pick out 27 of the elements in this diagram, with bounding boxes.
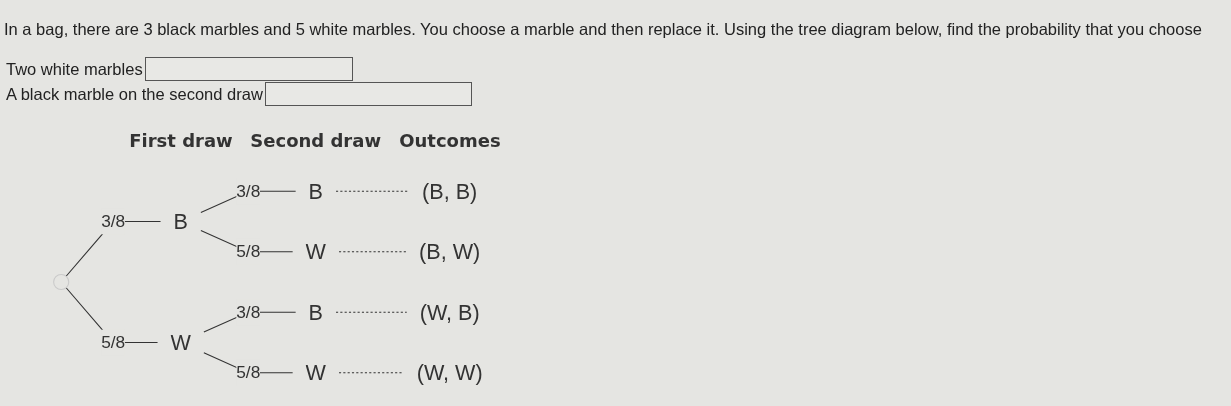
node-text: W: [305, 360, 327, 385]
node-text: B: [308, 300, 324, 325]
connector: [338, 251, 407, 253]
connector: [338, 372, 405, 374]
connector: [335, 190, 410, 192]
node-circle: [53, 273, 70, 291]
edge-label: 3/8: [236, 181, 261, 200]
question-text: In a bag, there are 3 black marbles and 5 white marbles. You choose a marble and then replace it. Using the tree diagram below, find the probability that you choose: [4, 20, 1202, 39]
node-text: (W, B): [419, 300, 480, 325]
node-text: B: [308, 179, 324, 204]
field-label: A black marble on the second draw: [6, 84, 263, 104]
connector: [335, 311, 408, 313]
node-text: B: [173, 209, 188, 234]
node-text: (B, B): [422, 179, 478, 204]
field-label: Two white marbles: [6, 59, 143, 79]
node-text: W: [170, 330, 191, 355]
edge-label: 5/8: [236, 242, 261, 261]
edge-label: 5/8: [101, 332, 126, 352]
column-heading: Second draw: [250, 130, 381, 151]
edge-label: 3/8: [236, 302, 261, 321]
node-text: W: [305, 239, 327, 264]
column-heading: Outcomes: [399, 130, 501, 151]
edge-label: 3/8: [101, 211, 126, 231]
node-text: (B, W): [419, 239, 481, 264]
edge-label: 5/8: [236, 362, 261, 382]
column-heading: First draw: [129, 130, 233, 151]
node-text: (W, W): [416, 360, 483, 385]
